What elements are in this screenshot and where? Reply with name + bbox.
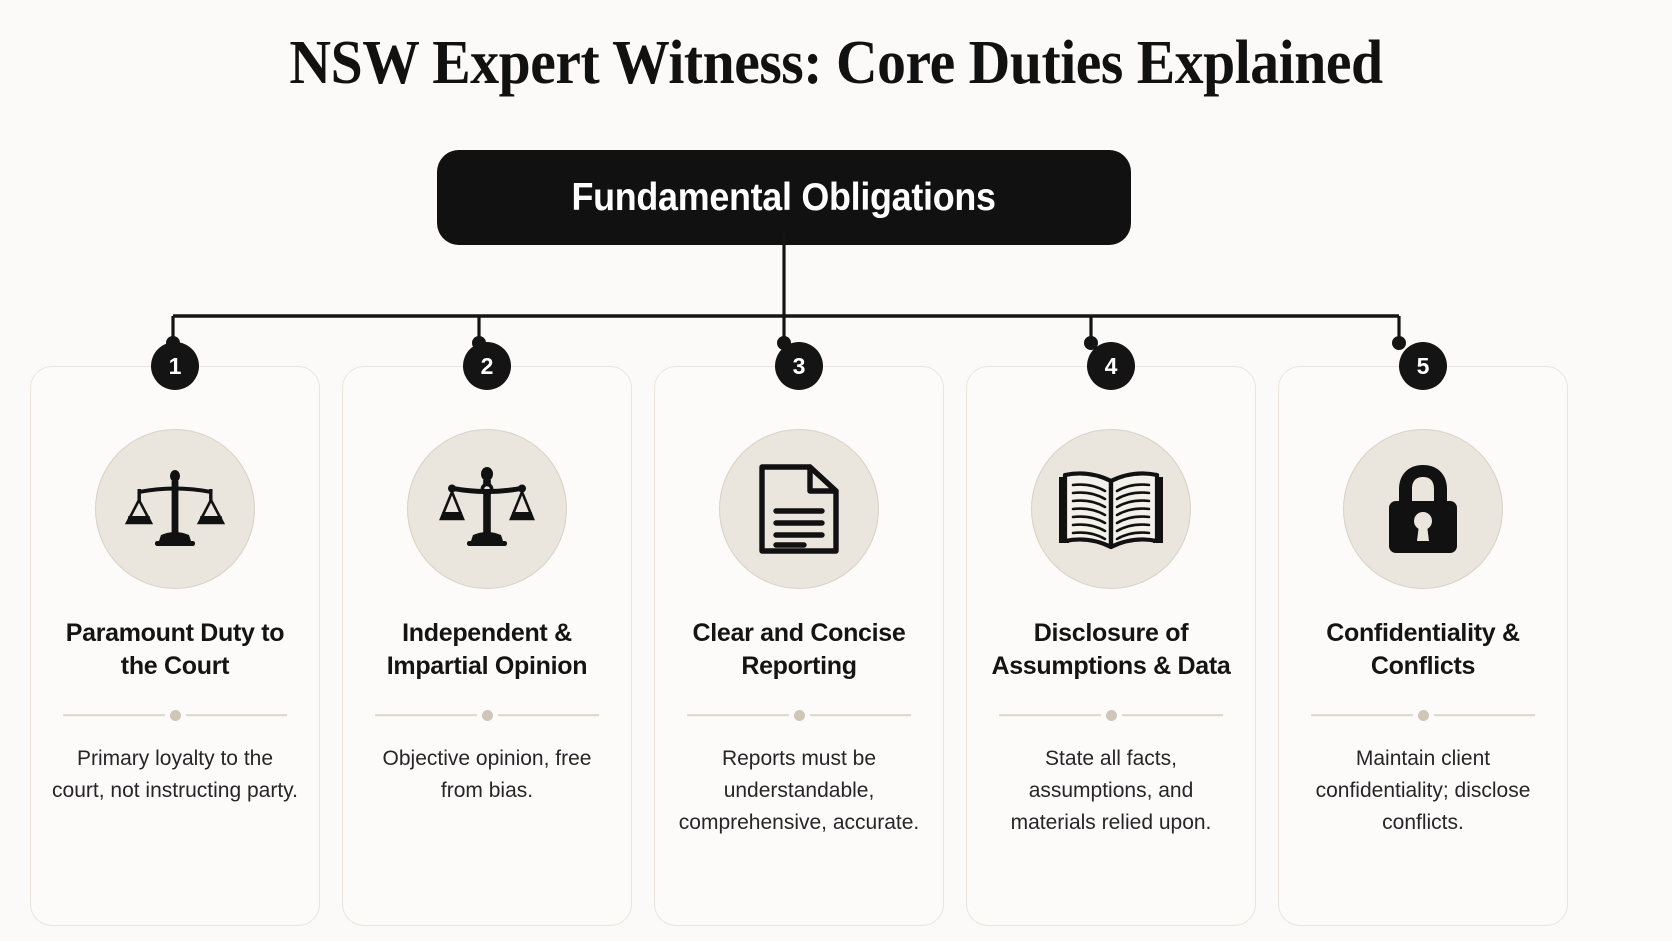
duty-card[interactable]: 1 bbox=[30, 342, 320, 926]
card-divider bbox=[687, 709, 911, 721]
card-divider bbox=[1311, 709, 1535, 721]
card-description: State all facts, assumptions, and materi… bbox=[1010, 747, 1212, 834]
connector-lines bbox=[166, 230, 1406, 350]
card-title: Independent & Impartial Opinion bbox=[386, 619, 588, 680]
card-description: Maintain client confidentiality; disclos… bbox=[1315, 747, 1531, 834]
duty-card[interactable]: 5 Confidentiality & Conflicts Maintain c… bbox=[1278, 342, 1568, 926]
page-title: NSW Expert Witness: Core Duties Explaine… bbox=[289, 29, 1383, 97]
card-description: Reports must be understandable, comprehe… bbox=[678, 747, 920, 834]
card-number-badge: 1 bbox=[151, 342, 199, 390]
card-title: Confidentiality & Conflicts bbox=[1326, 619, 1520, 680]
card-title: Disclosure of Assumptions & Data bbox=[991, 619, 1231, 680]
padlock-icon bbox=[1343, 429, 1503, 589]
card-title: Paramount Duty to the Court bbox=[65, 619, 285, 680]
card-title: Clear and Concise Reporting bbox=[692, 619, 906, 680]
card-number-badge: 3 bbox=[775, 342, 823, 390]
duty-card[interactable]: 3 Clear and Concise Reporting Rep bbox=[654, 342, 944, 926]
card-number-badge: 5 bbox=[1399, 342, 1447, 390]
header-banner: Fundamental Obligations bbox=[437, 150, 1131, 245]
card-divider bbox=[375, 709, 599, 721]
balance-scales-icon bbox=[407, 429, 567, 589]
open-book-icon bbox=[1031, 429, 1191, 589]
card-description: Objective opinion, free from bias. bbox=[382, 747, 592, 802]
card-divider bbox=[63, 709, 287, 721]
duty-card-list: 1 bbox=[30, 342, 1642, 941]
card-number-badge: 2 bbox=[463, 342, 511, 390]
scales-of-justice-icon bbox=[95, 429, 255, 589]
card-divider bbox=[999, 709, 1223, 721]
header-banner-label: Fundamental Obligations bbox=[571, 175, 997, 219]
duty-card[interactable]: 4 bbox=[966, 342, 1256, 926]
duty-card[interactable]: 2 bbox=[342, 342, 632, 926]
document-icon bbox=[719, 429, 879, 589]
card-number-badge: 4 bbox=[1087, 342, 1135, 390]
card-description: Primary loyalty to the court, not instru… bbox=[52, 747, 298, 802]
